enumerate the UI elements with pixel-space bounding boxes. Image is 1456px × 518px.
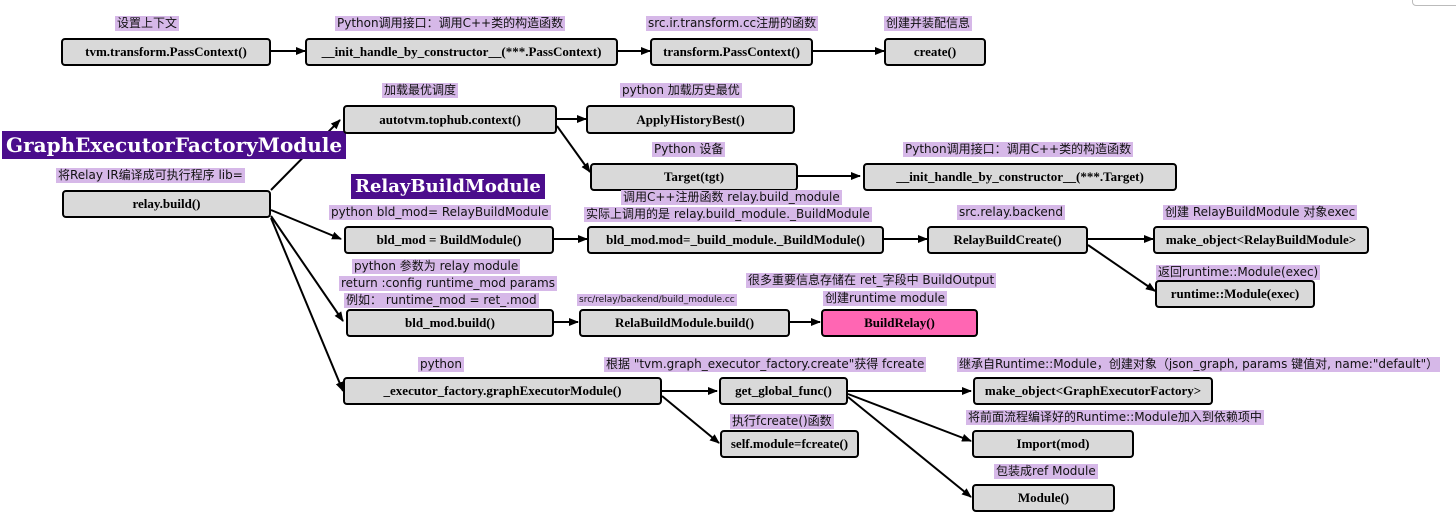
label-src-build-module-cc: src/relay/backend/build_module.cc <box>577 294 737 306</box>
label-python-param: python 参数为 relay module <box>352 259 521 274</box>
node-apply-history-best[interactable]: ApplyHistoryBest() <box>586 105 795 134</box>
label-load-best: 加载最优调度 <box>382 83 459 98</box>
node-bld-mod-build[interactable]: bld_mod.build() <box>346 309 554 337</box>
label-return-runtime: 返回runtime::Module(exec) <box>1156 265 1321 280</box>
node-relay-build-create[interactable]: RelayBuildCreate() <box>927 226 1088 254</box>
node-get-global-func[interactable]: get_global_func() <box>719 377 848 405</box>
node-build-relay[interactable]: BuildRelay() <box>821 309 978 337</box>
node-runtime-module-exec[interactable]: runtime::Module(exec) <box>1155 280 1315 308</box>
node-make-object-graph[interactable]: make_object<GraphExecutorFactory> <box>973 377 1213 405</box>
label-python-device: Python 设备 <box>652 142 726 157</box>
label-compile-relay: 将Relay IR编译成可执行程序 lib= <box>56 168 245 183</box>
label-create-runtime-module: 创建runtime module <box>823 291 948 306</box>
node-target[interactable]: Target(tgt) <box>590 163 798 191</box>
node-import-mod[interactable]: Import(mod) <box>972 430 1134 458</box>
node-autotvm-context[interactable]: autotvm.tophub.context() <box>343 105 557 134</box>
label-important-info: 很多重要信息存储在 ret_字段中 BuildOutput <box>746 273 997 288</box>
arrow-get-global-to-module <box>847 396 972 498</box>
label-python-ctor-2: Python调用接口：调用C++类的构造函数 <box>903 142 1134 157</box>
label-exec-fcreate: 执行fcreate()函数 <box>730 414 834 429</box>
node-bld-mod-build-module[interactable]: bld_mod = BuildModule() <box>344 226 554 254</box>
relay-build-module-title: RelayBuildModule <box>351 174 545 199</box>
label-example-runtime: 例如： runtime_mod = ret_.mod <box>344 293 539 308</box>
node-relay-build[interactable]: relay.build() <box>62 190 271 218</box>
arrow-relay-build-to-executor <box>270 217 344 392</box>
node-bld-mod-mod[interactable]: bld_mod.mod=_build_module._BuildModule() <box>587 226 884 254</box>
label-src-relay-backend: src.relay.backend <box>957 205 1065 220</box>
arrow-get-global-to-import <box>847 393 972 442</box>
label-return-config: return :config runtime_mod params <box>339 276 558 291</box>
window-corner-fragment <box>1412 0 1456 6</box>
arrow-create-to-runtime-module <box>1087 244 1156 292</box>
node-transform-pass-context[interactable]: transform.PassContext() <box>650 38 813 66</box>
node-init-handle-pass-context[interactable]: __init_handle_by_constructor__(***.PassC… <box>305 38 618 66</box>
label-inherit-runtime: 继承自Runtime::Module，创建对象（json_graph, para… <box>957 357 1441 372</box>
label-set-context: 设置上下文 <box>115 16 180 31</box>
label-create-assemble: 创建并装配信息 <box>884 16 973 31</box>
arrow-relay-build-to-bld-build <box>270 215 344 322</box>
label-create-relay-obj: 创建 RelayBuildModule 对象exec <box>1163 205 1358 220</box>
label-python-ctor-1: Python调用接口：调用C++类的构造函数 <box>335 16 566 31</box>
label-python: python <box>418 357 464 372</box>
label-src-transform: src.ir.transform.cc注册的函数 <box>646 16 819 31</box>
node-module[interactable]: Module() <box>972 484 1115 512</box>
graph-executor-factory-title: GraphExecutorFactoryModule <box>2 131 347 159</box>
node-self-module[interactable]: self.module=fcreate() <box>720 430 859 458</box>
arrow-executor-to-self-module <box>661 395 720 444</box>
label-get-fcreate: 根据 "tvm.graph_executor_factory.create"获得… <box>604 357 927 372</box>
label-add-dependency: 将前面流程编译好的Runtime::Module加入到依赖项中 <box>966 410 1264 425</box>
arrow-autotvm-to-target <box>556 125 591 173</box>
label-python-bld-mod: python bld_mod= RelayBuildModule <box>329 205 551 220</box>
label-python-load-history: python 加载历史最优 <box>620 83 742 98</box>
node-rela-build-module-build[interactable]: RelaBuildModule.build() <box>579 309 790 337</box>
node-pass-context[interactable]: tvm.transform.PassContext() <box>61 38 271 66</box>
node-make-object-relay[interactable]: make_object<RelayBuildModule> <box>1153 226 1369 254</box>
node-executor-factory[interactable]: _executor_factory.graphExecutorModule() <box>343 377 662 405</box>
node-init-handle-target[interactable]: __init_handle_by_constructor__(***.Targe… <box>863 163 1177 191</box>
label-call-cpp-registered: 调用C++注册函数 relay.build_module <box>621 190 842 205</box>
label-wrap-ref-module: 包装成ref Module <box>994 464 1098 479</box>
node-create[interactable]: create() <box>884 38 986 66</box>
label-actually-called: 实际上调用的是 relay.build_module._BuildModule <box>584 207 872 222</box>
